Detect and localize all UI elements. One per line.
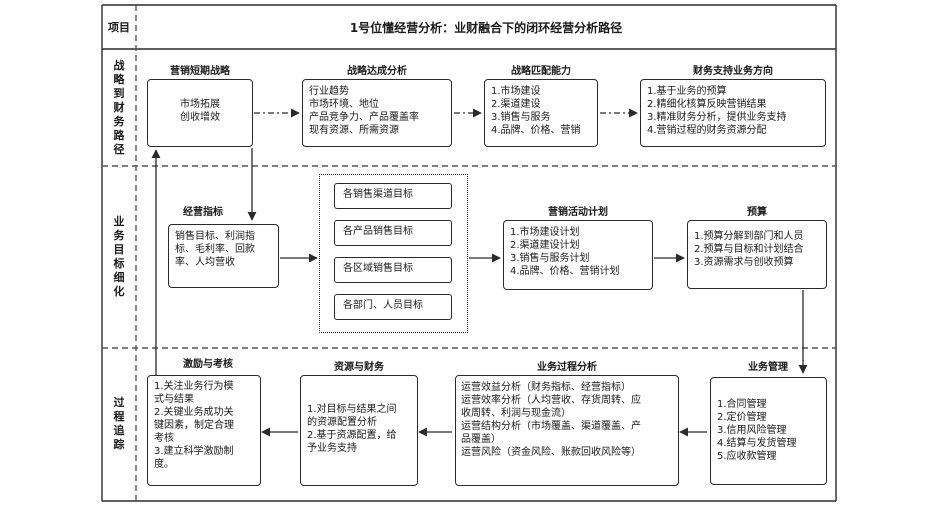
box-line: 运营风险（资金风险、账款回收风险等） bbox=[461, 447, 641, 458]
resources-title: 资源与财务 bbox=[334, 362, 384, 373]
breakdown-department-target: 各部门、人员目标 bbox=[334, 294, 452, 320]
box-line: 运营效益分析（财务指标、经营指标） bbox=[461, 382, 631, 393]
box-line: 5.应收款管理 bbox=[717, 451, 777, 462]
box-line: 3.销售与服务 bbox=[491, 112, 551, 123]
strategy-match-title: 战略匹配能力 bbox=[511, 66, 571, 77]
box-line: 2.定价管理 bbox=[717, 412, 767, 423]
breakdown-channel-target: 各销售渠道目标 bbox=[334, 183, 452, 209]
box-line: 度。 bbox=[154, 459, 174, 470]
budget-title: 预算 bbox=[747, 207, 767, 218]
box-line: 3.建立科学激励制 bbox=[154, 446, 234, 457]
process-analysis-box: 运营效益分析（财务指标、经营指标） 运营效率分析（人均营收、存货周转、应 收周转… bbox=[455, 375, 679, 486]
box-line: 2.关键业务成功关 bbox=[154, 407, 234, 418]
incentive-title: 激励与考核 bbox=[183, 359, 233, 370]
box-line: 1.基于业务的预算 bbox=[647, 86, 727, 97]
box-line: 1.市场建设 bbox=[491, 86, 541, 97]
row-label-strategy: 战略到财务路径 bbox=[113, 59, 125, 156]
box-line: 3.资源需求与创收预算 bbox=[694, 257, 794, 268]
box-line: 予业务支持 bbox=[307, 443, 357, 454]
box-line: 销售目标、利润指 bbox=[175, 231, 255, 242]
box-line: 市场环境、地位 bbox=[309, 99, 379, 110]
target-breakdown-group bbox=[319, 174, 468, 333]
box-line: 考核 bbox=[154, 433, 174, 444]
box-line: 收周转、利润与现金流） bbox=[461, 408, 571, 419]
breakdown-region-target: 各区域销售目标 bbox=[334, 257, 452, 283]
box-line: 2.预算与目标和计划结合 bbox=[694, 244, 804, 255]
box-line: 3.信用风险管理 bbox=[717, 425, 787, 436]
activity-plan-box: 1.市场建设计划 2.渠道建设计划 3.销售与服务计划 4.品牌、价格、营销计划 bbox=[503, 220, 653, 290]
box-line: 2.精细化核算反映营销结果 bbox=[647, 99, 767, 110]
box-line: 4.品牌、价格、营销计划 bbox=[510, 266, 620, 277]
box-line: 1.市场建设计划 bbox=[510, 227, 580, 238]
box-line: 4.结算与发货管理 bbox=[717, 438, 797, 449]
box-line: 市场拓展 bbox=[180, 99, 220, 110]
activity-plan-title: 营销活动计划 bbox=[548, 207, 608, 218]
business-management-box: 1.合同管理 2.定价管理 3.信用风险管理 4.结算与发货管理 5.应收款管理 bbox=[710, 377, 827, 485]
box-line: 运营结构分析（市场覆盖、渠道覆盖、产 bbox=[461, 421, 641, 432]
box-line: 1.合同管理 bbox=[717, 399, 767, 410]
finance-support-box: 1.基于业务的预算 2.精细化核算反映营销结果 3.精准财务分析，提供业务支持 … bbox=[640, 79, 826, 147]
strategy-achieve-title: 战略达成分析 bbox=[347, 66, 407, 77]
resources-box: 1.对目标与结果之间 的资源配置分析 2.基于资源配置，给 予业务支持 bbox=[300, 375, 418, 486]
box-line: 1.关注业务行为模 bbox=[154, 381, 234, 392]
box-line: 3.精准财务分析，提供业务支持 bbox=[647, 112, 787, 123]
diagram-title: 1号位懂经营分析：业财融合下的闭环经营分析路径 bbox=[349, 20, 623, 35]
box-line: 键因素，制定合理 bbox=[154, 420, 234, 431]
box-line: 2.渠道建设 bbox=[491, 99, 541, 110]
box-line: 产品竞争力、产品覆盖率 bbox=[309, 112, 419, 123]
short-term-strategy-title: 营销短期战略 bbox=[170, 66, 230, 77]
incentive-box: 1.关注业务行为模 式与结果 2.关键业务成功关 键因素，制定合理 考核 3.建… bbox=[147, 375, 261, 486]
box-line: 行业趋势 bbox=[309, 86, 349, 97]
box-line: 的资源配置分析 bbox=[307, 417, 377, 428]
business-management-title: 业务管理 bbox=[748, 362, 788, 373]
strategy-match-box: 1.市场建设 2.渠道建设 3.销售与服务 4.品牌、价格、营销 bbox=[484, 79, 598, 147]
budget-box: 1.预算分解到部门和人员 2.预算与目标和计划结合 3.资源需求与创收预算 bbox=[687, 220, 827, 289]
row-label-targets: 业务目标细化 bbox=[113, 215, 125, 298]
box-line: 品覆盖） bbox=[461, 434, 501, 445]
short-term-strategy-box: 市场拓展 创收增效 bbox=[147, 79, 253, 147]
box-line: 现有资源、所需资源 bbox=[309, 125, 399, 136]
box-line: 1.对目标与结果之间 bbox=[307, 404, 397, 415]
box-line: 1.预算分解到部门和人员 bbox=[694, 231, 804, 242]
process-analysis-title: 业务过程分析 bbox=[537, 362, 597, 373]
box-line: 标、毛利率、回款 bbox=[175, 244, 255, 255]
indicators-title: 经营指标 bbox=[183, 207, 223, 218]
column-label: 项目 bbox=[108, 21, 130, 34]
indicators-box: 销售目标、利润指 标、毛利率、回款 率、人均营收 bbox=[168, 224, 279, 288]
breakdown-product-target: 各产品销售目标 bbox=[334, 220, 452, 246]
box-line: 4.品牌、价格、营销 bbox=[491, 125, 581, 136]
box-line: 式与结果 bbox=[154, 394, 194, 405]
box-line: 4.营销过程的财务资源分配 bbox=[647, 125, 767, 136]
box-line: 2.基于资源配置，给 bbox=[307, 430, 397, 441]
finance-support-title: 财务支持业务方向 bbox=[693, 66, 773, 77]
box-line: 创收增效 bbox=[180, 112, 220, 123]
box-line: 率、人均营收 bbox=[175, 257, 235, 268]
box-line: 2.渠道建设计划 bbox=[510, 240, 580, 251]
box-line: 3.销售与服务计划 bbox=[510, 253, 590, 264]
box-line: 运营效率分析（人均营收、存货周转、应 bbox=[461, 395, 641, 406]
strategy-achieve-box: 行业趋势 市场环境、地位 产品竞争力、产品覆盖率 现有资源、所需资源 bbox=[302, 79, 452, 147]
row-label-tracking: 过程追踪 bbox=[113, 396, 125, 451]
